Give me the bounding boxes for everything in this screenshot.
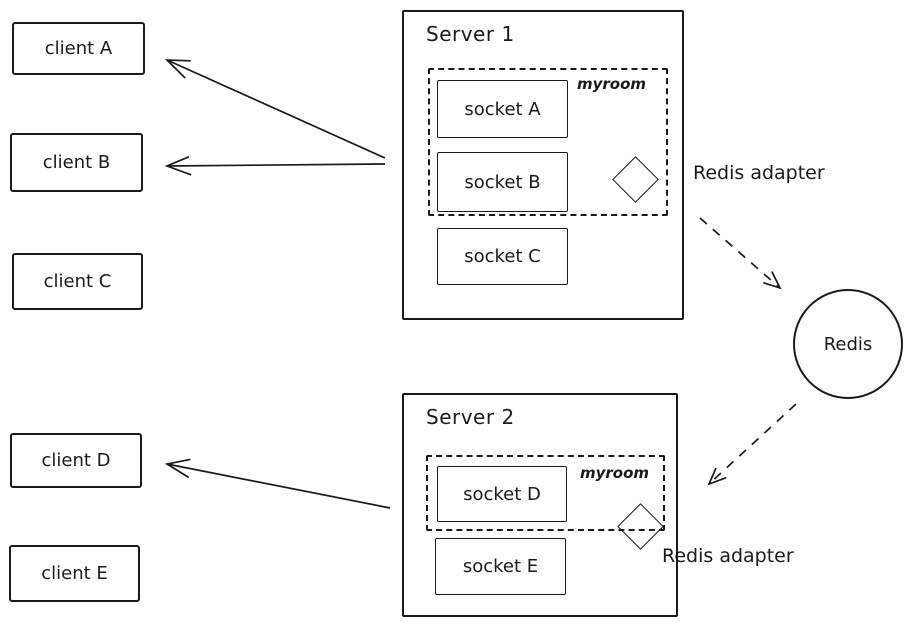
client-label: client E (41, 563, 108, 584)
socket-label: socket C (464, 246, 541, 267)
socket-box-c: socket C (437, 228, 568, 285)
client-box-c: client C (12, 253, 143, 310)
redis-node: Redis (793, 289, 903, 399)
client-box-e: client E (9, 545, 140, 602)
arrow-server2-to-client-d (164, 458, 391, 509)
server-title: Server 1 (426, 22, 515, 46)
socket-box-a: socket A (437, 80, 568, 138)
myroom-region-server1: myroom (428, 68, 668, 216)
arrow-server1-to-client-a (164, 59, 386, 159)
arrow-adapter1-to-redis (699, 217, 782, 290)
client-box-d: client D (10, 433, 142, 488)
socket-label: socket D (463, 483, 541, 505)
myroom-region-server2: myroom (426, 455, 665, 531)
socket-box-d: socket D (437, 466, 567, 522)
client-label: client D (41, 450, 111, 471)
myroom-label: myroom (576, 75, 646, 93)
redis-label: Redis (823, 333, 873, 355)
client-box-a: client A (12, 22, 145, 75)
client-label: client A (44, 38, 113, 59)
client-label: client C (43, 271, 112, 292)
arrow-redis-to-adapter2 (707, 403, 797, 486)
server-title: Server 2 (426, 405, 515, 429)
myroom-label: myroom (579, 464, 649, 482)
redis-adapter-label: Redis adapter (693, 162, 825, 184)
socket-box-b: socket B (437, 152, 568, 212)
socket-label: socket B (464, 171, 541, 193)
client-label: client B (42, 152, 111, 173)
client-box-b: client B (10, 133, 143, 192)
socket-label: socket E (462, 556, 539, 577)
socket-box-e: socket E (435, 538, 566, 595)
socket-label: socket A (464, 98, 541, 120)
redis-adapter-label: Redis adapter (662, 545, 794, 567)
arrow-server1-to-client-b (164, 156, 386, 176)
